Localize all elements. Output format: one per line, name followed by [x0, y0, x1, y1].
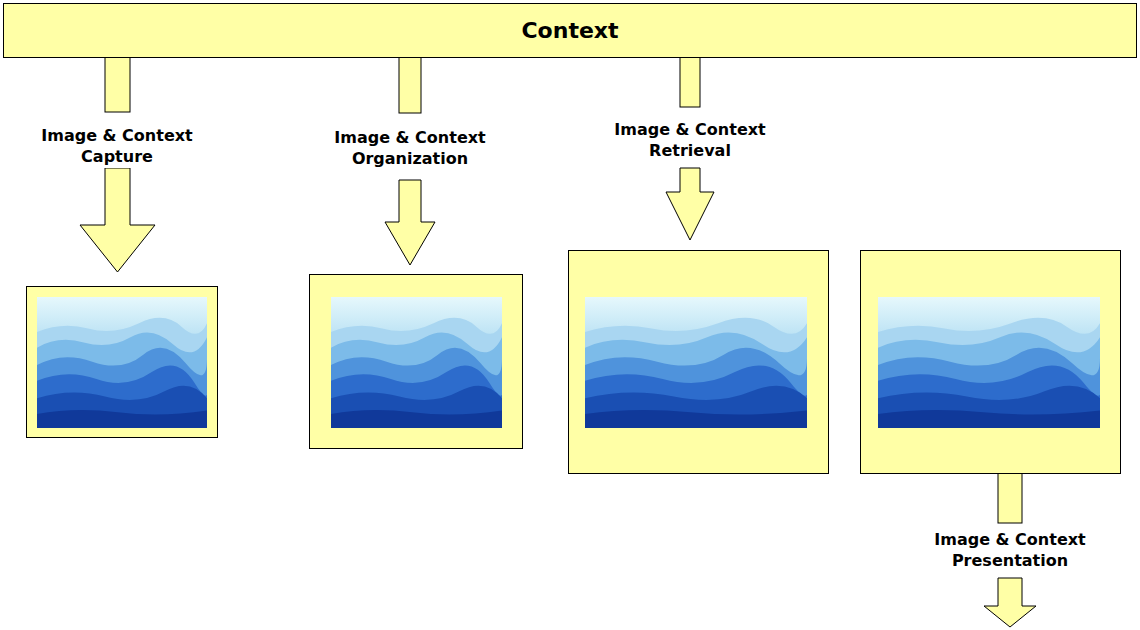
image-frame: [310, 275, 523, 449]
image-frame: [861, 251, 1121, 474]
arrow-head: [984, 578, 1036, 627]
mountain-photo: [331, 297, 503, 428]
arrow-shaft: [399, 57, 421, 113]
arrow-head: [385, 180, 435, 265]
mountain-photo: [585, 297, 808, 428]
step-label: Image & Context Capture: [27, 124, 207, 168]
arrow-head: [666, 168, 714, 240]
step-label: Image & Context Organization: [320, 126, 500, 170]
arrow-shaft: [998, 473, 1022, 523]
mountain-photo: [37, 297, 208, 428]
step-label: Image & Context Retrieval: [600, 118, 780, 162]
arrow-shaft: [680, 57, 700, 107]
step-label: Image & Context Presentation: [920, 528, 1100, 572]
context-band: Context: [3, 3, 1137, 58]
image-frame: [27, 287, 218, 438]
mountain-photo: [878, 297, 1101, 428]
band-title: Context: [521, 18, 618, 43]
image-frames: [27, 251, 1121, 474]
arrow-head: [80, 168, 155, 272]
arrow-shaft: [105, 57, 130, 112]
image-frame: [569, 251, 829, 474]
